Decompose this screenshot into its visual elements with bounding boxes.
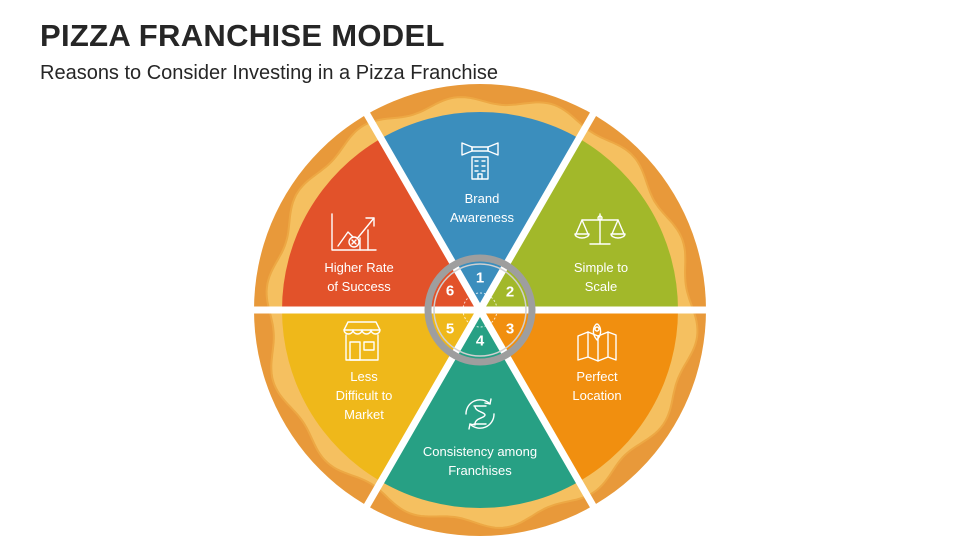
hourglass-cycle-icon bbox=[465, 398, 495, 430]
slice-5 bbox=[282, 310, 480, 482]
slice-number-2: 2 bbox=[506, 284, 514, 301]
slice-label-line: Consistency among bbox=[423, 444, 537, 459]
slice-number-1: 1 bbox=[476, 270, 484, 287]
slice-number-4: 4 bbox=[476, 333, 485, 350]
slice-cut-4 bbox=[476, 308, 600, 513]
slice-label-6: Higher Rate of Success bbox=[324, 260, 393, 294]
center-ring-inner bbox=[433, 263, 527, 357]
slice-3 bbox=[480, 310, 678, 482]
page-title: PIZZA FRANCHISE MODEL bbox=[40, 18, 445, 53]
slice-label-line: Less bbox=[350, 369, 378, 384]
slice-cuts bbox=[248, 107, 712, 513]
slice-label-line: of Success bbox=[327, 279, 391, 294]
slice-label-line: Brand bbox=[465, 191, 500, 206]
slice-number-6: 6 bbox=[446, 283, 454, 300]
slice-label-line: Location bbox=[572, 388, 621, 403]
slice-1 bbox=[381, 111, 579, 310]
slice-number-5: 5 bbox=[446, 321, 454, 338]
slice-cut-2 bbox=[476, 107, 600, 312]
slice-cut-5 bbox=[360, 308, 484, 513]
slice-label-line: Simple to bbox=[574, 260, 628, 275]
slice-label-line: Market bbox=[344, 407, 384, 422]
balance-scale-icon bbox=[574, 213, 626, 245]
map-location-icon bbox=[577, 323, 617, 362]
slice-2 bbox=[480, 138, 678, 310]
slice-6 bbox=[282, 138, 480, 310]
slice-cut-1 bbox=[360, 107, 484, 312]
slice-label-line: Franchises bbox=[448, 463, 512, 478]
slice-label-line: Awareness bbox=[450, 210, 515, 225]
slice-label-line: Perfect bbox=[576, 369, 618, 384]
slice-label-line: Higher Rate bbox=[324, 260, 393, 275]
storefront-icon bbox=[343, 321, 381, 361]
slice-4 bbox=[381, 310, 579, 509]
slice-number-3: 3 bbox=[506, 321, 514, 338]
slice-label-2: Simple to Scale bbox=[574, 260, 628, 294]
page-subtitle: Reasons to Consider Investing in a Pizza… bbox=[40, 62, 499, 84]
slice-label-line: Difficult to bbox=[336, 388, 393, 403]
megaphone-building-icon bbox=[461, 142, 499, 180]
growth-chart-icon bbox=[331, 213, 377, 251]
slice-label-line: Scale bbox=[585, 279, 618, 294]
center-dot bbox=[462, 292, 498, 328]
center-ring bbox=[424, 254, 536, 366]
